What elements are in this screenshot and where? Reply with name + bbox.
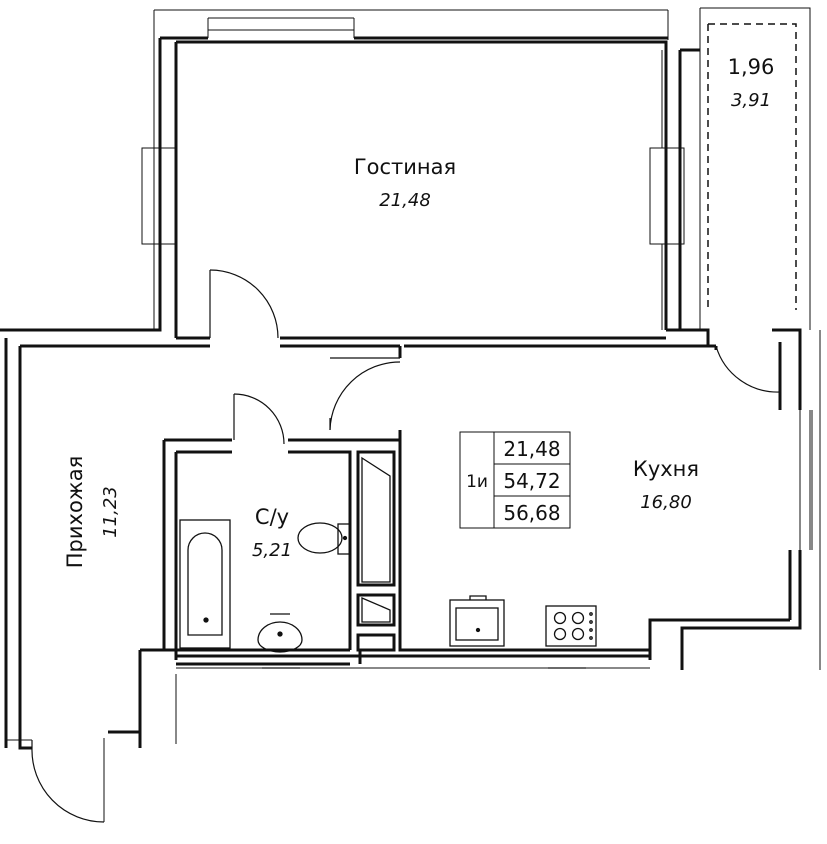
room-name-bathroom: С/у <box>255 505 289 529</box>
room-name-hall: Прихожая <box>63 456 87 568</box>
summary-type-code: 1и <box>466 472 488 492</box>
balcony-outline <box>707 23 797 310</box>
room-area-bathroom: 5,21 <box>252 540 292 561</box>
bath-sink <box>257 621 303 653</box>
room-name-living: Гостиная <box>354 155 456 179</box>
summary-total-with-balcony: 56,68 <box>503 501 560 525</box>
doors <box>31 269 781 823</box>
room-name-kitchen: Кухня <box>633 457 699 481</box>
area-summary-table <box>459 431 571 529</box>
room-area-hall: 11,23 <box>100 486 121 538</box>
kitchen-sink <box>449 599 505 647</box>
toilet <box>297 522 343 554</box>
balcony-area-total: 3,91 <box>731 90 771 111</box>
room-area-living: 21,48 <box>379 190 431 211</box>
summary-total-area: 54,72 <box>503 469 560 493</box>
balcony-area-main: 1,96 <box>728 55 775 79</box>
summary-living-area: 21,48 <box>503 437 560 461</box>
stove <box>545 605 597 647</box>
walls <box>0 36 802 750</box>
bathtub <box>179 519 231 649</box>
thin-lines <box>5 7 821 822</box>
room-area-kitchen: 16,80 <box>640 492 692 513</box>
fixtures <box>179 456 597 669</box>
